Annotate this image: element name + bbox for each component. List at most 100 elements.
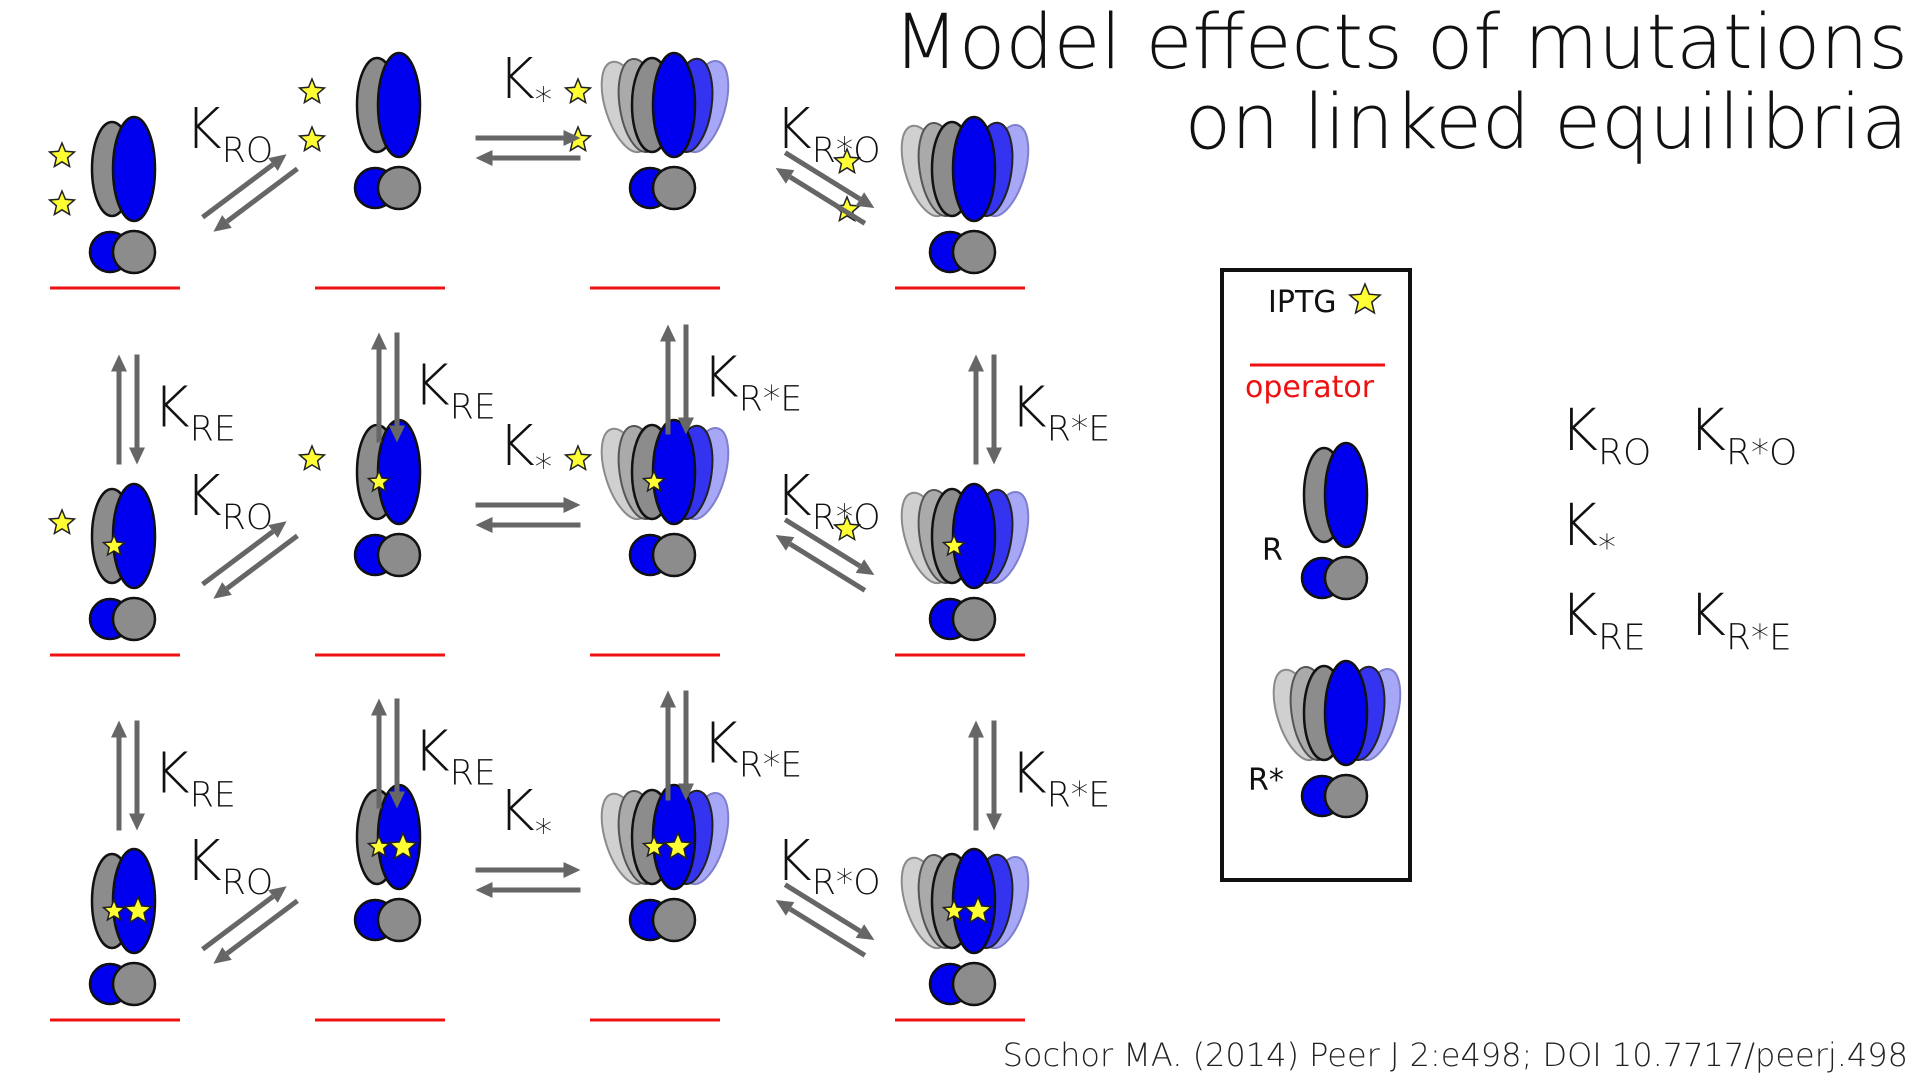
title-line-2: on linked equilibria [1184,77,1908,166]
gray-head [651,165,697,211]
arrow-head [213,215,232,232]
arrow-head [475,882,493,898]
iptg-star-icon [563,444,593,472]
constant-k_ro: KRO [185,829,273,903]
iptg-star-icon [941,898,967,922]
arrow-head [389,425,405,443]
blue-subunit [951,482,997,590]
constant-subscript: RE [450,388,496,428]
arrow-head [268,521,287,538]
constant-letter: K [1560,396,1598,464]
arrow-head [986,813,1002,831]
equilibrium-arrows [775,517,875,593]
constant-letter: K [498,779,535,844]
arrow-head [129,447,145,465]
arrow-shaft [783,882,862,934]
equilibrium-arrows [111,354,145,465]
constant-k_ro: KRO [185,464,273,538]
arrow-head [371,332,387,350]
arrow-head [968,720,984,738]
state-row3-col1 [50,847,180,1022]
legend-rstar-label: R* [1248,763,1284,798]
constant-k_re: KRE [153,376,236,450]
repressor-rstar [900,847,1030,1007]
blue-subunit [111,482,157,590]
iptg-star-icon [563,77,593,105]
arrow-head [563,862,581,878]
arrow-shaft [201,529,275,587]
constant-subscript: R*E [1726,618,1792,659]
blue-subunit [651,783,697,891]
constant-subscript: RO [1598,433,1651,474]
arrow-head [563,130,581,146]
gray-head [111,596,157,642]
constant-k_star: K* [498,47,552,121]
gray-head [651,897,697,943]
state-row1-col3 [563,51,730,290]
equilibrium-arrows [660,324,694,435]
constant-k_rse: KR*E [702,712,802,786]
constant-letter: K [185,829,222,894]
arrow-head [968,354,984,372]
iptg-star-icon [47,508,77,536]
constant-letter: K [185,464,222,529]
constant-subscript: RE [450,754,496,794]
equilibrium-arrows [475,130,581,166]
constant-letter: K [498,414,535,479]
constant-k_rso: KR*O [775,464,881,538]
iptg-star-icon [101,898,127,922]
arrow-shaft [225,533,299,591]
repressor-r [88,482,157,642]
constant-letter: K [185,97,222,162]
constant-letter: K [1688,396,1726,464]
constant-k_re: KRE [153,742,236,816]
constant-letter: K [413,354,450,419]
arrow-shaft [788,906,867,958]
constant-k_rso: KR*O [775,829,881,903]
arrow-head [855,924,875,941]
constant-letter: K [1688,581,1726,649]
equilibrium-arrows [201,521,299,599]
arrow-head [775,899,795,916]
gray-head [1323,555,1369,601]
gray-head [376,897,422,943]
constant-letter: K [413,720,450,785]
constant-k_rso: KR*O [775,97,881,171]
gray-head [376,165,422,211]
iptg-star-icon [297,77,327,105]
arrow-head [371,698,387,716]
iptg-star-icon [1347,282,1383,315]
constant-subscript: R*E [739,380,802,420]
repressor-r [353,783,422,943]
equilibrium-arrows [201,886,299,964]
iptg-star-icon [366,834,392,858]
constant-k_ro: KRO [185,97,273,171]
arrow-head [986,447,1002,465]
equilibrium-arrows [371,332,405,443]
constant-letter: K [153,376,190,441]
gray-head [951,596,997,642]
constant-letter: K [702,346,739,411]
arrow-head [660,690,676,708]
constant-subscript: * [535,813,552,853]
constant-letter: K [153,742,190,807]
iptg-star-icon [366,469,392,493]
repressor-rstar [900,115,1030,275]
citation: Sochor MA. (2014) Peer J 2:e498; DOI 10.… [1002,1036,1908,1074]
constant-subscript: RE [190,410,236,450]
gray-head [951,961,997,1007]
constant-subscript: R*O [812,498,881,538]
state-row1-col1 [47,115,180,290]
repressor-r [88,115,157,275]
state-row2-col3 [563,418,730,657]
arrow-head [111,720,127,738]
repressor-rstar [600,51,730,211]
constant-letter: K [1560,581,1598,649]
arrow-head [678,417,694,435]
equilibrium-arrows [660,690,694,801]
equilibrium-arrows [371,698,405,809]
state-row3-col4 [895,847,1030,1022]
state-row2-col2 [297,418,445,657]
constant-letter: K [1560,491,1598,559]
